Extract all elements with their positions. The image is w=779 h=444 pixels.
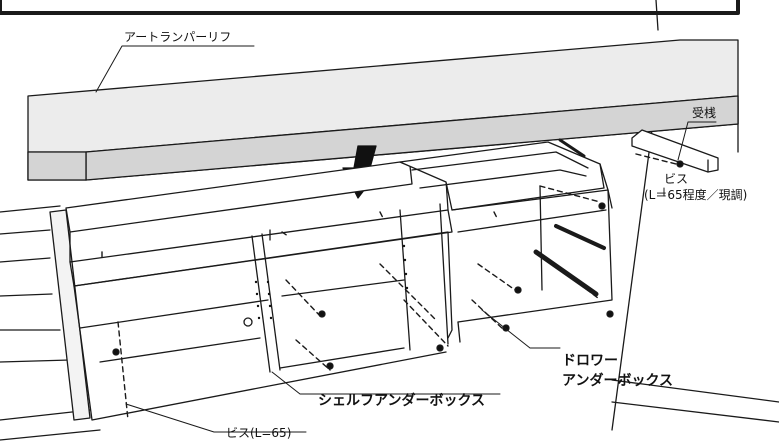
drawer-slide xyxy=(533,138,606,297)
label-drawer-line1: ドロワー xyxy=(562,353,618,369)
shelf-under-box xyxy=(65,161,453,421)
support-rail xyxy=(631,129,719,173)
label-drawer-line2: アンダーボックス xyxy=(562,373,674,389)
screw-guide-lines xyxy=(101,153,677,421)
drawer-under-box xyxy=(399,141,613,343)
wall-corner-line xyxy=(655,0,659,31)
label-shelf-under-box: シェルフアンダーボックス xyxy=(318,393,486,409)
floor-line-2 xyxy=(611,401,779,423)
screw-icon xyxy=(112,160,684,370)
label-art-rib: アートランパーリフ xyxy=(124,30,232,44)
label-support-rail: 受桟 xyxy=(692,106,717,120)
hole-row xyxy=(254,244,409,320)
wall-corner-line-lower xyxy=(611,99,657,431)
back-wall-line xyxy=(0,229,51,235)
floor-line xyxy=(611,379,779,403)
leader-lines xyxy=(95,45,717,433)
back-wall-line xyxy=(0,429,101,441)
back-wall-line xyxy=(0,293,53,297)
label-screw: ビス xyxy=(664,172,689,186)
art-rib-beam xyxy=(27,39,739,181)
back-wall-line xyxy=(0,205,61,213)
label-screw-spec: (L＝65程度／現調) xyxy=(644,188,748,202)
back-wall-line xyxy=(0,359,71,363)
back-wall-line xyxy=(0,257,51,263)
label-screw-bottom: ビス(L=65) xyxy=(226,426,292,440)
top-frame xyxy=(0,0,740,15)
